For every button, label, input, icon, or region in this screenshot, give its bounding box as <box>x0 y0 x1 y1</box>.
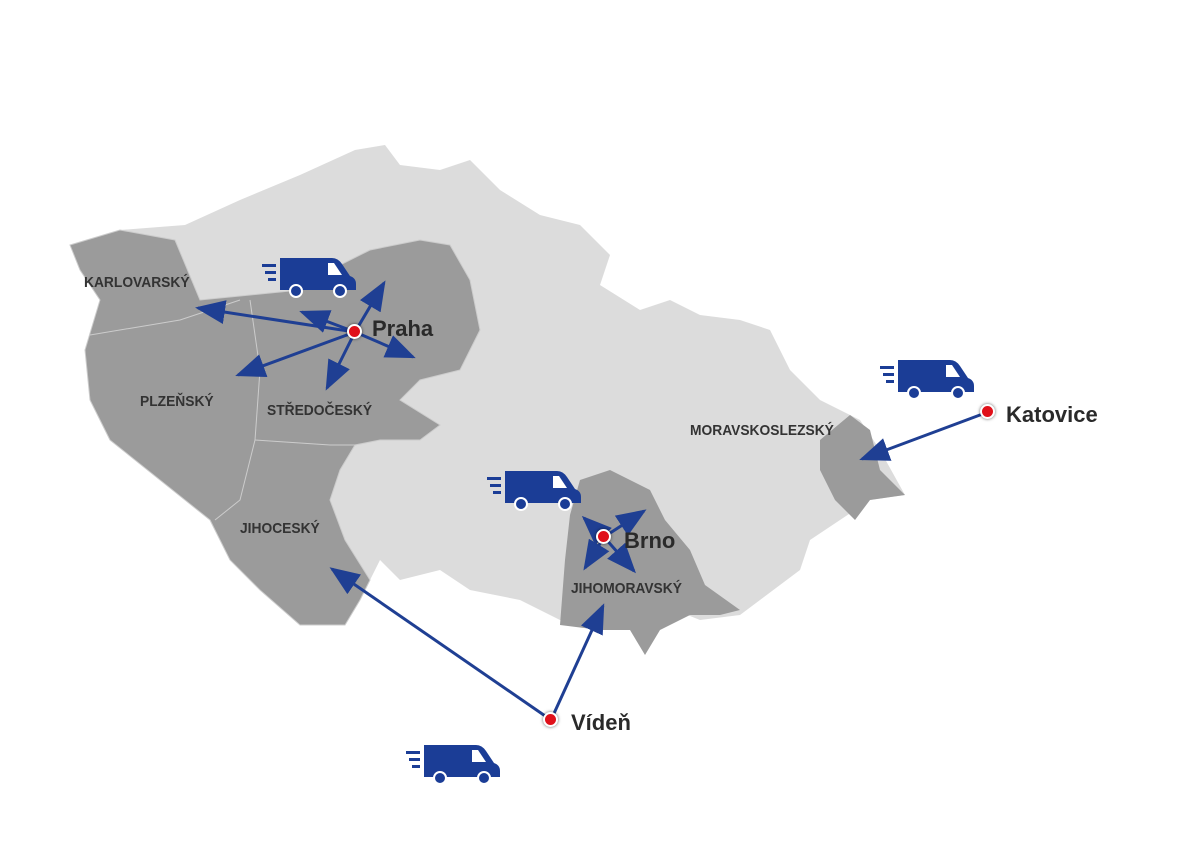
region-label-plzensky: PLZEŇSKÝ <box>140 393 214 410</box>
city-label-viden: Vídeň <box>571 710 631 735</box>
city-dot-icon <box>347 324 362 339</box>
delivery-arrows <box>195 280 989 722</box>
city-label-katovice: Katovice <box>1006 402 1098 427</box>
city-label-brno: Brno <box>624 528 676 553</box>
delivery-van-icon <box>262 254 358 298</box>
city-dot-icon <box>543 712 558 727</box>
region-moravskoslezsky <box>820 415 905 520</box>
delivery-van-icon <box>880 356 976 400</box>
city-dot-icon <box>596 529 611 544</box>
region-label-karlovarsky: KARLOVARSKÝ <box>84 274 190 291</box>
region-label-moravskoslezsky: MORAVSKOSLEZSKÝ <box>690 422 834 439</box>
delivery-van-icon <box>487 467 583 511</box>
delivery-van-icon <box>406 741 502 785</box>
region-label-jihomoravsky: JIHOMORAVSKÝ <box>571 580 682 597</box>
region-label-jihocesky: JIHOCESKÝ <box>240 520 320 537</box>
region-label-stredocesky: STŘEDOČESKÝ <box>267 402 373 419</box>
city-dot-icon <box>980 404 995 419</box>
city-label-praha: Praha <box>372 316 434 341</box>
